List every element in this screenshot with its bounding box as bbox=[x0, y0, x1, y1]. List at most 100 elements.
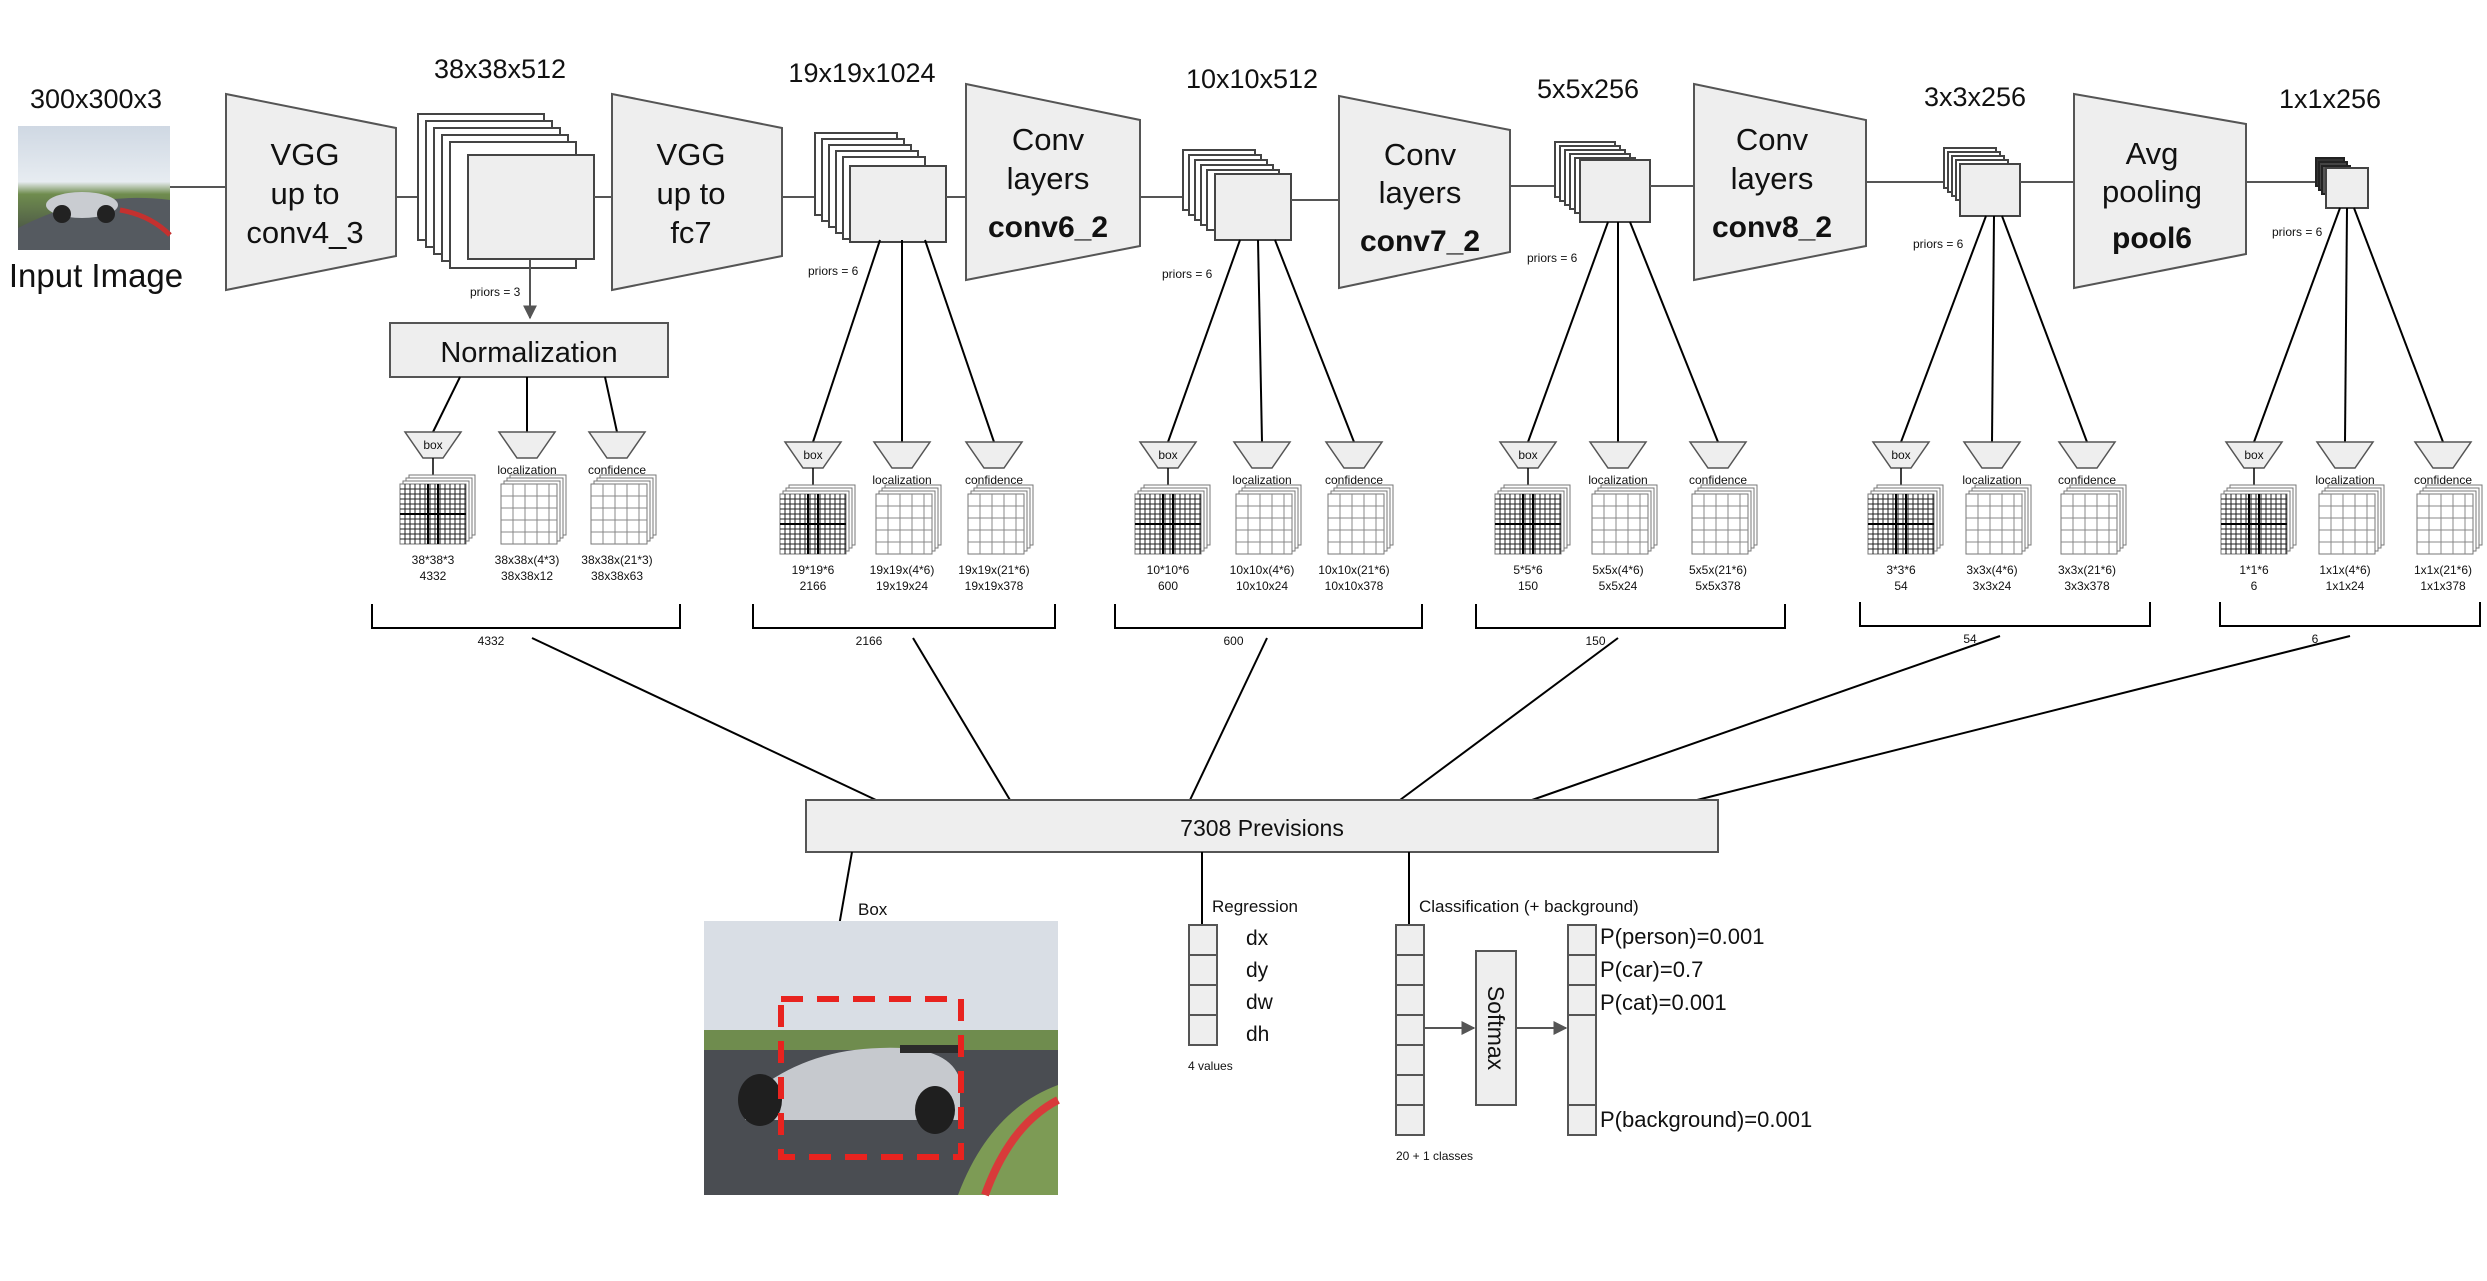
block-vgg-conv4: VGG up to conv4_3 bbox=[225, 92, 397, 292]
block-avg-pooling: Avg pooling pool6 bbox=[2073, 92, 2247, 290]
stage-dims-3: 5x5x256 bbox=[1537, 74, 1639, 104]
stage-bracket-5 bbox=[2219, 602, 2481, 627]
box-total-0: 4332 bbox=[420, 569, 447, 583]
bracket-total-0: 4332 bbox=[478, 634, 505, 648]
confidence-grid-3 bbox=[1691, 484, 1758, 555]
priors-label-4: priors = 6 bbox=[1913, 237, 1964, 251]
priors-label-5: priors = 6 bbox=[2272, 225, 2323, 239]
box-calc-4: 3*3*6 bbox=[1886, 563, 1916, 577]
bracket-total-4: 54 bbox=[1963, 632, 1977, 646]
localization-head-1 bbox=[872, 441, 932, 469]
confidence-label-1: confidence bbox=[965, 473, 1023, 487]
svg-text:box: box bbox=[1518, 448, 1537, 462]
feature-map-stack-5 bbox=[2315, 157, 2369, 209]
prob-background: P(background)=0.001 bbox=[1600, 1107, 1812, 1132]
box-total-4: 54 bbox=[1894, 579, 1908, 593]
stage-dims-5: 1x1x256 bbox=[2279, 84, 2381, 114]
stage-dims-4: 3x3x256 bbox=[1924, 82, 2026, 112]
loc-shape-3: 5x5x24 bbox=[1599, 579, 1638, 593]
localization-head-3 bbox=[1588, 441, 1648, 469]
stage-bracket-2 bbox=[1114, 604, 1423, 629]
probability-vector bbox=[1567, 924, 1597, 1136]
conf-calc-2: 10x10x(21*6) bbox=[1318, 563, 1389, 577]
bracket-total-5: 6 bbox=[2312, 632, 2319, 646]
confidence-label-3: confidence bbox=[1689, 473, 1747, 487]
svg-text:conv7_2: conv7_2 bbox=[1360, 225, 1480, 258]
regression-caption: 4 values bbox=[1188, 1059, 1233, 1073]
box-calc-0: 38*38*3 bbox=[412, 553, 455, 567]
box-grid-3 bbox=[1494, 484, 1571, 555]
conf-calc-5: 1x1x(21*6) bbox=[2414, 563, 2472, 577]
svg-text:Softmax: Softmax bbox=[1483, 986, 1509, 1071]
svg-text:up to: up to bbox=[271, 176, 340, 211]
priors-label-3: priors = 6 bbox=[1527, 251, 1578, 265]
conf-shape-5: 1x1x378 bbox=[2420, 579, 2466, 593]
svg-text:layers: layers bbox=[1379, 175, 1462, 210]
box-calc-2: 10*10*6 bbox=[1147, 563, 1190, 577]
localization-grid-1 bbox=[875, 484, 942, 555]
priors-label-1: priors = 6 bbox=[808, 264, 859, 278]
block-vgg-fc7: VGG up to fc7 bbox=[611, 92, 783, 292]
box-head-2: box bbox=[1138, 441, 1198, 469]
bracket-total-2: 600 bbox=[1223, 634, 1243, 648]
svg-text:Conv: Conv bbox=[1012, 122, 1085, 157]
loc-calc-2: 10x10x(4*6) bbox=[1230, 563, 1295, 577]
softmax-box: Softmax bbox=[1475, 950, 1517, 1106]
svg-text:Conv: Conv bbox=[1736, 122, 1809, 157]
detection-dashed-box bbox=[778, 996, 964, 1160]
stage-bracket-3 bbox=[1475, 604, 1786, 629]
localization-label-5: localization bbox=[2315, 473, 2374, 487]
input-dims: 300x300x3 bbox=[30, 84, 162, 114]
localization-grid-2 bbox=[1235, 484, 1302, 555]
block-conv7: Conv layers conv7_2 bbox=[1338, 94, 1511, 290]
box-head-3: box bbox=[1498, 441, 1558, 469]
svg-text:layers: layers bbox=[1731, 161, 1814, 196]
confidence-grid-0 bbox=[590, 474, 657, 545]
conf-calc-3: 5x5x(21*6) bbox=[1689, 563, 1747, 577]
conf-shape-2: 10x10x378 bbox=[1325, 579, 1384, 593]
feature-map-stack-3 bbox=[1554, 141, 1651, 223]
regression-dh: dh bbox=[1246, 1023, 1269, 1046]
classification-caption: 20 + 1 classes bbox=[1396, 1149, 1473, 1163]
box-head-1: box bbox=[783, 441, 843, 469]
detector-heads: box localization confidence 38*38*3 4332 38x3… bbox=[371, 431, 2483, 648]
regression-dx: dx bbox=[1246, 927, 1269, 950]
stage-connectors bbox=[432, 207, 2444, 443]
svg-text:conv6_2: conv6_2 bbox=[988, 211, 1108, 244]
input-image bbox=[18, 126, 172, 250]
conf-calc-1: 19x19x(21*6) bbox=[958, 563, 1029, 577]
loc-calc-1: 19x19x(4*6) bbox=[870, 563, 935, 577]
svg-text:VGG: VGG bbox=[271, 137, 340, 172]
stage-bracket-4 bbox=[1859, 602, 2151, 627]
prob-car: P(car)=0.7 bbox=[1600, 957, 1703, 982]
svg-text:VGG: VGG bbox=[657, 137, 726, 172]
svg-text:Conv: Conv bbox=[1384, 137, 1457, 172]
confidence-grid-2 bbox=[1327, 484, 1394, 555]
box-grid-0 bbox=[399, 474, 476, 545]
previsions-connectors bbox=[531, 635, 2351, 801]
classification-title: Classification (+ background) bbox=[1419, 897, 1639, 916]
localization-grid-5 bbox=[2318, 484, 2385, 555]
confidence-head-3 bbox=[1688, 441, 1748, 469]
class-score-vector bbox=[1395, 924, 1425, 1136]
previsions-box: 7308 Previsions bbox=[805, 799, 1719, 853]
box-calc-1: 19*19*6 bbox=[792, 563, 835, 577]
localization-head-2 bbox=[1232, 441, 1292, 469]
svg-text:layers: layers bbox=[1007, 161, 1090, 196]
svg-text:conv8_2: conv8_2 bbox=[1712, 211, 1832, 244]
regression-title: Regression bbox=[1212, 897, 1298, 916]
confidence-label-4: confidence bbox=[2058, 473, 2116, 487]
svg-text:pooling: pooling bbox=[2102, 174, 2202, 209]
localization-grid-0 bbox=[500, 474, 567, 545]
confidence-label-0: confidence bbox=[588, 463, 646, 477]
stage-bracket-1 bbox=[752, 604, 1056, 629]
box-grid-5 bbox=[2220, 484, 2297, 555]
conf-shape-1: 19x19x378 bbox=[965, 579, 1024, 593]
regression-dw: dw bbox=[1246, 991, 1274, 1014]
conf-shape-0: 38x38x63 bbox=[591, 569, 643, 583]
svg-text:box: box bbox=[2244, 448, 2263, 462]
conf-calc-0: 38x38x(21*3) bbox=[581, 553, 652, 567]
box-head-0: box bbox=[403, 431, 463, 459]
bracket-total-3: 150 bbox=[1585, 634, 1605, 648]
